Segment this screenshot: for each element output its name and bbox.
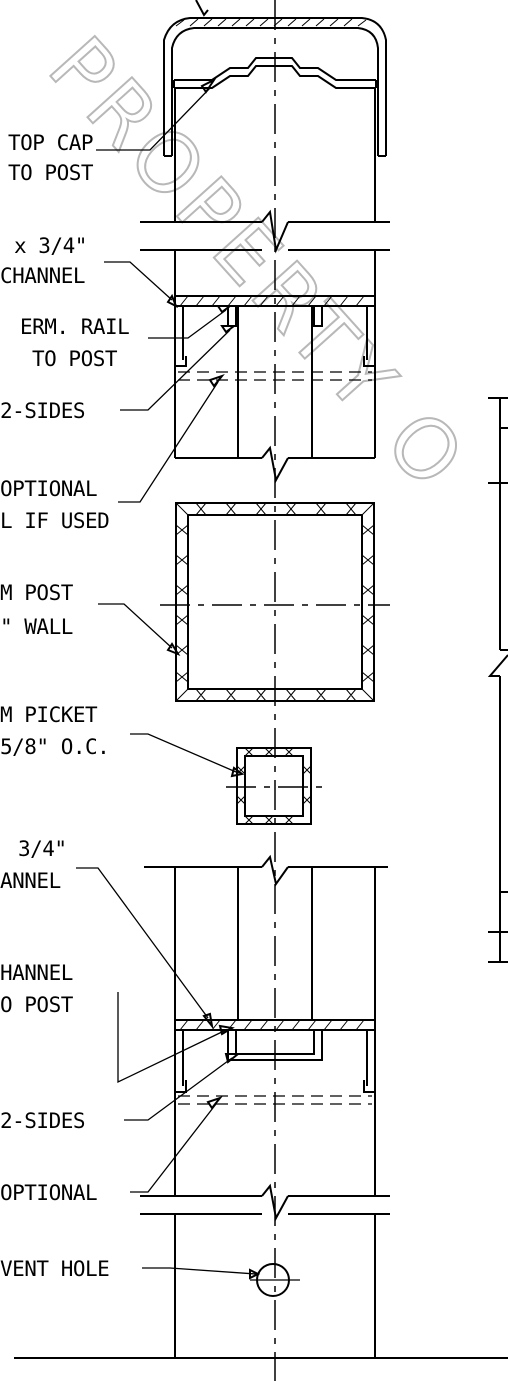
label-post-2: " WALL — [0, 615, 73, 639]
label-picket-2: 5/8" O.C. — [0, 735, 109, 759]
break-line-3 — [144, 854, 388, 1020]
label-channel-to-post-1: HANNEL — [0, 961, 73, 985]
label-picket-1: M PICKET — [0, 703, 98, 727]
break-line-2 — [175, 445, 375, 483]
label-top-channel-1: x 3/4" — [14, 234, 87, 258]
label-top-cap-2: TO POST — [8, 161, 94, 185]
label-top-channel-2: CHANNEL — [0, 264, 85, 288]
vent-hole — [250, 1263, 300, 1297]
label-rivet-top: 2-SIDES — [0, 399, 85, 423]
side-elevation-partial — [487, 397, 508, 963]
label-bottom-channel-1: 3/4" — [18, 837, 67, 861]
label-optional-top-1: OPTIONAL — [0, 477, 97, 501]
label-vent-hole: VENT HOLE — [0, 1257, 109, 1281]
break-line-4 — [140, 1183, 390, 1358]
callout-labels: TOP CAP TO POST x 3/4" CHANNEL ERM. RAIL… — [0, 131, 130, 1281]
label-term-rail-1: ERM. RAIL — [20, 315, 129, 339]
break-line-1 — [140, 209, 390, 296]
label-rivet-bottom: 2-SIDES — [0, 1109, 85, 1133]
watermark-text: PROPERTY O — [30, 20, 485, 510]
leader-lines — [76, 77, 261, 1280]
label-bottom-channel-2: ANNEL — [0, 869, 61, 893]
label-channel-to-post-2: O POST — [0, 993, 74, 1017]
label-term-rail-2: TO POST — [32, 347, 118, 371]
label-optional-top-2: L IF USED — [0, 509, 109, 533]
label-post-1: M POST — [0, 581, 74, 605]
top-channel-assembly — [174, 295, 376, 458]
label-optional-bottom: OPTIONAL — [0, 1181, 97, 1205]
picket-cross-section — [226, 747, 324, 825]
bottom-channel-assembly — [174, 1019, 376, 1196]
watermark: PROPERTY O — [29, 19, 486, 511]
post-cross-section — [160, 502, 390, 702]
label-top-cap-1: TOP CAP — [8, 131, 93, 155]
top-cap — [163, 0, 387, 222]
